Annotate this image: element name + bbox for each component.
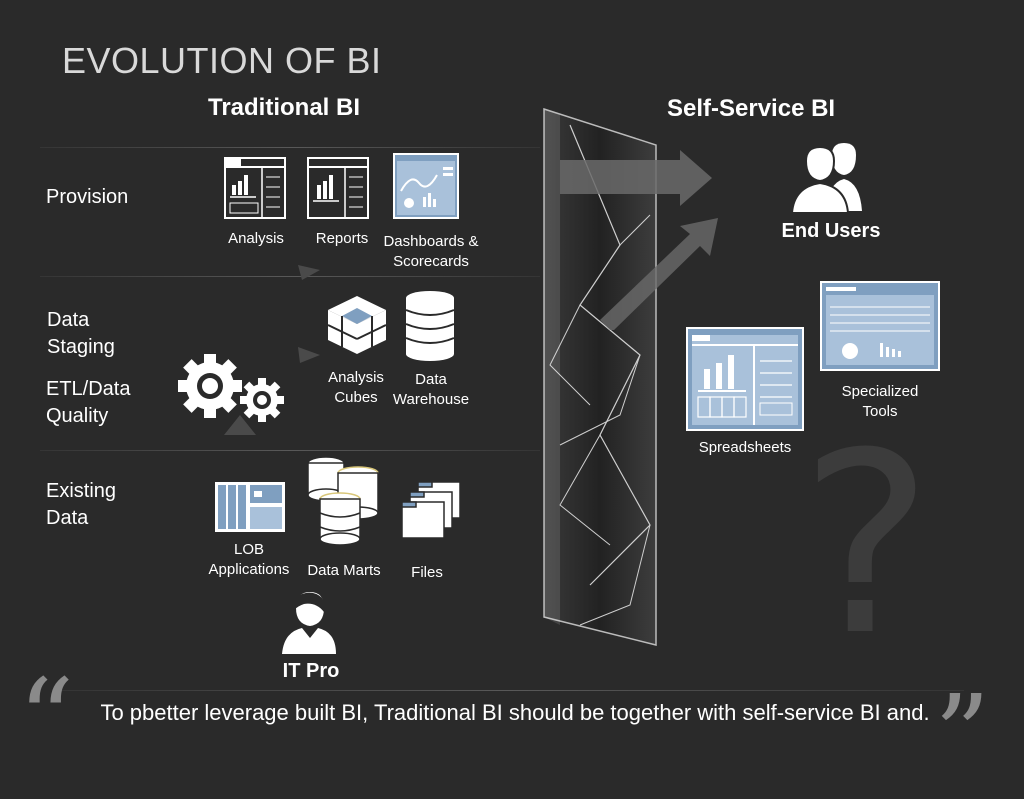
data-marts-icon (307, 456, 379, 546)
dashboards-label: Dashboards & Scorecards (383, 233, 479, 270)
analysis-label: Analysis (228, 230, 284, 247)
end-users-label: End Users (781, 220, 881, 242)
gears-icon (178, 354, 284, 422)
cube-icon (327, 296, 387, 354)
question-mark-graphic: ? (800, 399, 933, 690)
row-label-provision: Provision (46, 186, 129, 208)
flow-arrows (224, 265, 320, 435)
analysis-cubes-label: Analysis Cubes (328, 369, 384, 406)
row-divider (40, 147, 540, 148)
specialized-tools-label: Specialized Tools (841, 383, 919, 420)
flow-arrows-self-service (560, 150, 718, 330)
dashboard-icon (393, 153, 459, 219)
files-icon (401, 481, 461, 539)
it-pro-icon (282, 592, 336, 654)
reports-label: Reports (315, 230, 369, 247)
lob-icon (215, 482, 285, 532)
row-divider (40, 450, 540, 451)
self-service-bi-heading: Self-Service BI (667, 95, 836, 122)
spreadsheet-icon (686, 327, 804, 431)
data-warehouse-label: Data Warehouse (392, 371, 470, 408)
reports-icon (307, 157, 369, 219)
traditional-bi-heading: Traditional BI (208, 94, 361, 121)
row-label-data-staging: Data Staging (47, 309, 115, 358)
spreadsheets-label: Spreadsheets (698, 439, 792, 456)
it-pro-label: IT Pro (282, 660, 340, 682)
row-label-etl: ETL/Data Quality (46, 378, 131, 427)
row-divider (40, 276, 540, 277)
close-quote-icon: ” (934, 671, 991, 799)
files-label: Files (411, 564, 443, 581)
data-marts-label: Data Marts (307, 562, 381, 579)
slide-title: EVOLUTION OF BI (62, 40, 382, 81)
quote-text: To pbetter leverage built BI, Traditiona… (100, 700, 930, 725)
specialized-tools-icon (820, 281, 940, 371)
row-label-existing-data: Existing Data (46, 480, 117, 529)
analysis-icon (224, 157, 286, 219)
glass-wall (543, 107, 657, 646)
lob-applications-label: LOB Applications (208, 541, 290, 578)
database-icon (405, 291, 455, 361)
open-quote-icon: “ (18, 655, 75, 783)
end-users-icon (790, 143, 862, 213)
quote-divider (60, 690, 964, 691)
